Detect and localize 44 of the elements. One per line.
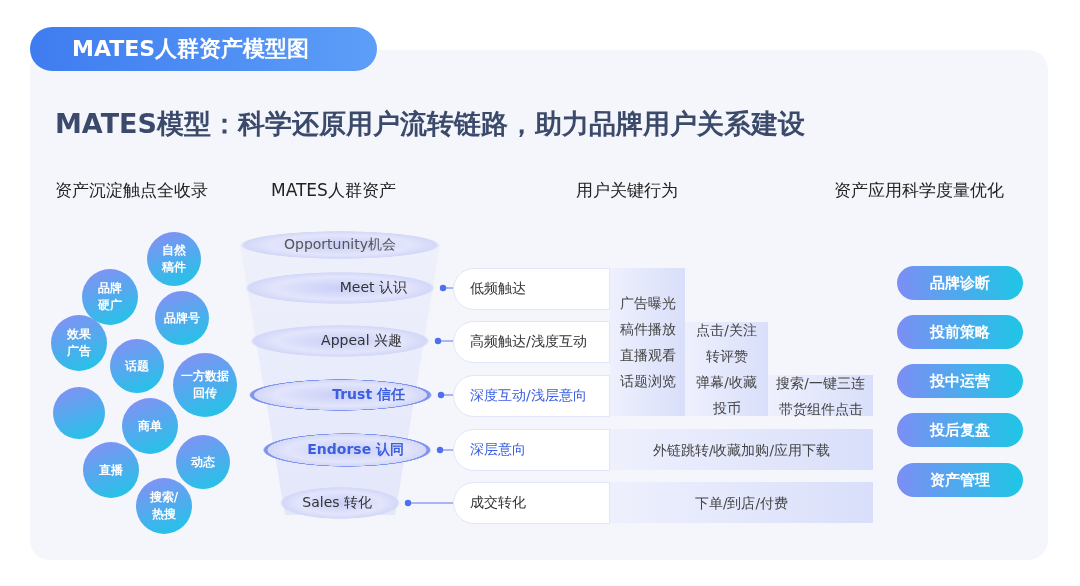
behavior-panel	[768, 375, 873, 416]
behavior-panel	[610, 268, 685, 416]
behavior-text: 外链跳转/收藏加购/应用下载	[652, 440, 831, 460]
application-pill: 投后复盘	[897, 413, 1023, 447]
behavior-panel	[685, 322, 768, 416]
application-pill: 投前策略	[897, 315, 1023, 349]
behavior-text: 直播观看	[619, 346, 676, 365]
behavior-text: 转评赞	[705, 347, 748, 366]
column-heading: 用户关键行为	[576, 179, 678, 202]
connector-line	[439, 284, 454, 292]
behavior-text: 话题浏览	[619, 372, 676, 391]
behavior-text: 带货组件点击	[778, 399, 863, 419]
behavior-panel	[610, 429, 873, 470]
stage-box: 高频触达/浅度互动	[453, 321, 610, 363]
behavior-panel	[610, 482, 873, 523]
funnel-layer: Appeal 兴趣	[250, 325, 430, 357]
column-heading: 资产沉淀触点全收录	[55, 179, 208, 202]
subtitle: MATES模型：科学还原用户流转链路，助力品牌用户关系建设	[55, 107, 805, 141]
behavior-text: 下单/到店/付费	[694, 493, 789, 513]
behavior-text: 点击/关注	[696, 321, 757, 340]
behavior-text: 搜索/一键三连	[776, 373, 865, 393]
stage-box: 深层意向	[453, 429, 610, 471]
funnel-layer: Opportunity机会	[240, 231, 440, 259]
application-pill: 资产管理	[897, 463, 1023, 497]
connector-line	[404, 499, 454, 507]
behavior-text: 弹幕/收藏	[696, 373, 757, 392]
funnel-layer: Meet 认识	[245, 272, 435, 304]
connector-line	[434, 337, 454, 345]
behavior-text: 广告曝光	[619, 294, 676, 313]
title-banner: MATES人群资产模型图	[30, 27, 377, 71]
funnel-layer: Endorse 认同	[262, 433, 432, 467]
connector-line	[436, 446, 454, 454]
funnel-layer: Trust 信任	[248, 379, 433, 411]
stage-box: 深度互动/浅层意向	[453, 375, 610, 417]
column-heading: MATES人群资产	[271, 179, 396, 202]
stage-box: 成交转化	[453, 482, 610, 524]
column-heading: 资产应用科学度量优化	[834, 179, 1004, 202]
funnel-layer: Sales 转化	[280, 487, 400, 519]
connector-line	[437, 391, 454, 399]
stage-box: 低频触达	[453, 268, 610, 310]
behavior-text: 投币	[712, 399, 741, 418]
application-pill: 品牌诊断	[897, 266, 1023, 300]
application-pill: 投中运营	[897, 364, 1023, 398]
behavior-text: 稿件播放	[619, 320, 676, 339]
